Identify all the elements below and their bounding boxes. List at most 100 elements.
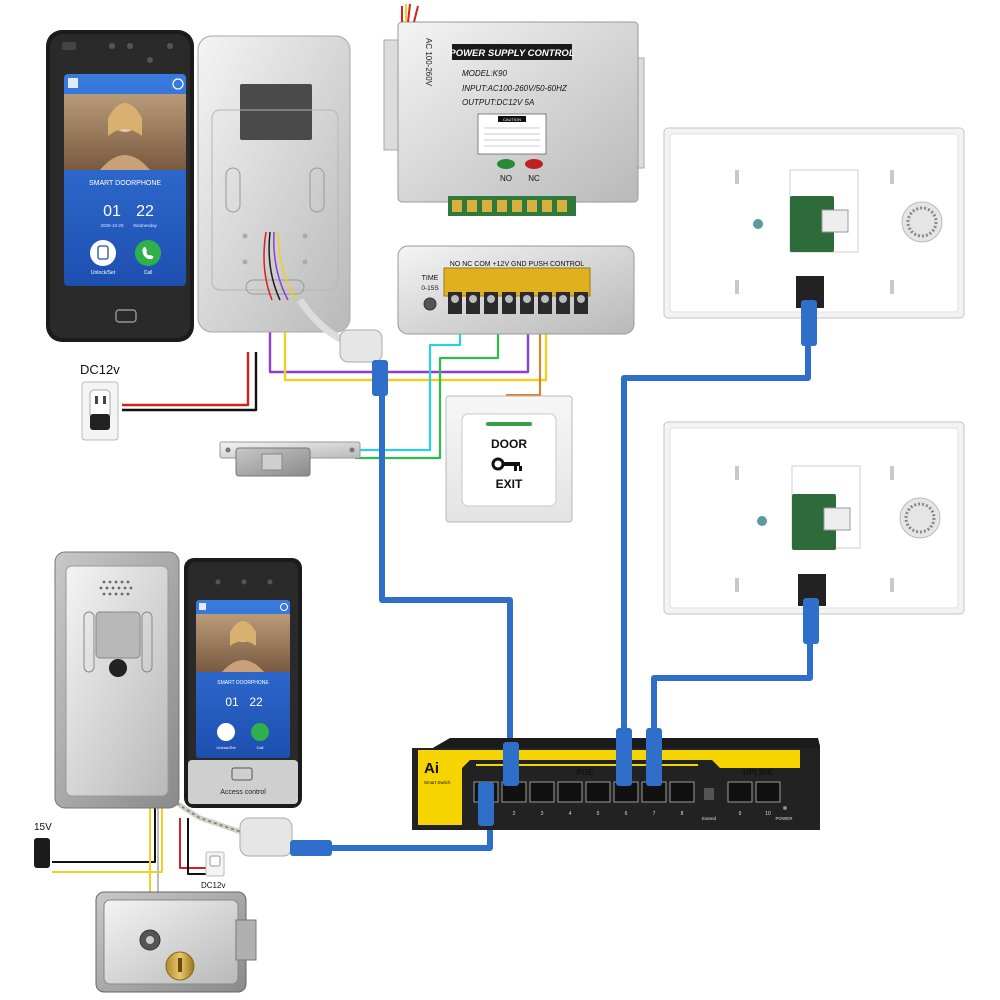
wire-yellow-15v <box>52 800 163 873</box>
poe-port[interactable] <box>585 781 611 803</box>
doorphone-bottom-minute: 22 <box>249 695 263 709</box>
call-icon[interactable] <box>135 240 161 266</box>
power-supply-side-text: AC 100-260V <box>424 38 433 87</box>
uplink-number: 9 <box>739 811 742 817</box>
doorphone-top-back <box>197 35 351 333</box>
wire-green <box>355 305 500 460</box>
doorphone-bottom-hour: 01 <box>225 695 239 709</box>
globe-icon <box>172 78 184 90</box>
wire-red-bottom <box>179 818 212 869</box>
wire-orange <box>506 305 541 396</box>
top-cable-coil <box>297 298 388 396</box>
power-supply-title: POWER SUPPLY CONTROL <box>449 48 574 59</box>
poe-port[interactable] <box>669 781 695 803</box>
fingerprint-button[interactable] <box>115 309 137 323</box>
power-supply-output: OUTPUT:DC12V 5A <box>462 98 534 107</box>
rj45-plug <box>503 742 519 786</box>
doorphone-bottom-panel-label: Access control <box>220 789 266 796</box>
doorphone-bottom-unlock-label: Unlock/Set <box>216 745 236 750</box>
power-socket-bottom: DC12v <box>201 851 225 890</box>
uplink-port[interactable] <box>727 781 753 803</box>
doorphone-top-call-label: Call <box>144 270 153 276</box>
ethernet-cables <box>330 345 813 851</box>
power-supply-caution: CAUTION <box>503 117 521 122</box>
wire-black-bottom <box>187 818 212 875</box>
doorphone-bottom-back <box>54 551 180 809</box>
monitor-top <box>663 127 965 346</box>
doorphone-bottom-call-label: Call <box>257 745 264 750</box>
port-number: 6 <box>625 811 628 817</box>
v15-label: 15V <box>34 822 52 833</box>
no-led <box>497 159 515 169</box>
switch-extend-label: Extend <box>702 816 717 821</box>
doorphone-top-weekday: Wednesday <box>133 223 157 228</box>
rj45-plug <box>646 728 662 786</box>
poe-port[interactable] <box>529 781 555 803</box>
adapter-15v: 15V <box>34 822 52 868</box>
switch-uplink-label: UPLINK <box>743 768 773 777</box>
port-number: 3 <box>541 811 544 817</box>
doorphone-top-date: 2026-10-29 <box>100 223 124 228</box>
terminal-block: NO NC COM +12V GND PUSH CONTROL TIME 0-1… <box>397 245 635 335</box>
port-number: 7 <box>653 811 656 817</box>
doorphone-top-title: SMART DOORPHONE <box>89 180 161 187</box>
doorphone-bottom-front: SMART DOORPHONE 01 22 Unlock/Set Call Ac… <box>184 558 302 808</box>
poe-port[interactable] <box>557 781 583 803</box>
wire-black-15v <box>52 800 156 863</box>
port-number: 2 <box>513 811 516 817</box>
rj45-plug <box>478 782 494 826</box>
dc12v-bottom-label: DC12v <box>201 881 225 890</box>
nc-label: NC <box>528 174 540 183</box>
port-number: 8 <box>681 811 684 817</box>
port-number: 4 <box>569 811 572 817</box>
poe-ports <box>473 781 695 803</box>
card-reader-icon <box>231 767 253 781</box>
bottom-cable-connector <box>239 817 332 857</box>
ethernet-cable-monitor1 <box>621 345 811 735</box>
wire-black-top <box>122 352 258 412</box>
power-supply-control: AC 100-260V POWER SUPPLY CONTROL MODEL:K… <box>383 3 645 216</box>
terminal-time-label: TIME <box>422 275 439 282</box>
switch-brand: Ai <box>424 760 439 777</box>
exit-button-line1: DOOR <box>491 437 527 451</box>
doorphone-bottom-title: SMART DOORPHONE <box>217 680 269 686</box>
terminal-labels: NO NC COM +12V GND PUSH CONTROL <box>450 261 584 268</box>
ethernet-cable-monitor2 <box>651 640 813 735</box>
door-exit-button: DOOR EXIT <box>445 395 573 523</box>
dc12v-top-label: DC12v <box>80 362 120 377</box>
doorphone-top-minute: 22 <box>136 203 154 220</box>
uplink-number: 10 <box>765 811 771 817</box>
wire-red-top <box>122 352 250 407</box>
uplink-port[interactable] <box>755 781 781 803</box>
power-supply-model: MODEL:K90 <box>462 69 507 78</box>
monitor-bottom <box>663 421 965 644</box>
speaker-holes <box>99 580 133 596</box>
electric-strike-lock <box>219 441 361 477</box>
switch-poe-label: POE <box>577 768 595 777</box>
no-label: NO <box>500 174 512 183</box>
call-icon-bottom[interactable] <box>251 723 269 741</box>
exit-button-line2: EXIT <box>496 477 523 491</box>
time-dial[interactable] <box>423 297 437 311</box>
terminal-time-range: 0-15S <box>421 285 439 292</box>
ethernet-cable-top-door <box>379 395 513 750</box>
extend-switch[interactable] <box>704 788 714 800</box>
rj45-plugs <box>478 728 662 826</box>
nc-led <box>525 159 543 169</box>
rj45-plug <box>616 728 632 786</box>
doorphone-top-front: SMART DOORPHONE 01 22 2026-10-29 Wednesd… <box>46 30 194 342</box>
switch-power-label: POWER <box>775 816 793 821</box>
unlock-icon[interactable] <box>90 240 116 266</box>
electric-mortise-lock <box>95 891 257 993</box>
key-icon <box>491 457 522 471</box>
power-socket-top: DC12v <box>80 362 120 441</box>
power-led <box>783 806 787 810</box>
doorphone-top-hour: 01 <box>103 203 121 220</box>
wire-yellow-top <box>283 300 548 382</box>
wire-purple <box>268 300 530 374</box>
doorphone-top-unlock-label: Unlock/Set <box>91 270 116 276</box>
port-number: 5 <box>597 811 600 817</box>
unlock-icon-bottom[interactable] <box>217 723 235 741</box>
switch-model: Smart Switch <box>424 780 451 785</box>
